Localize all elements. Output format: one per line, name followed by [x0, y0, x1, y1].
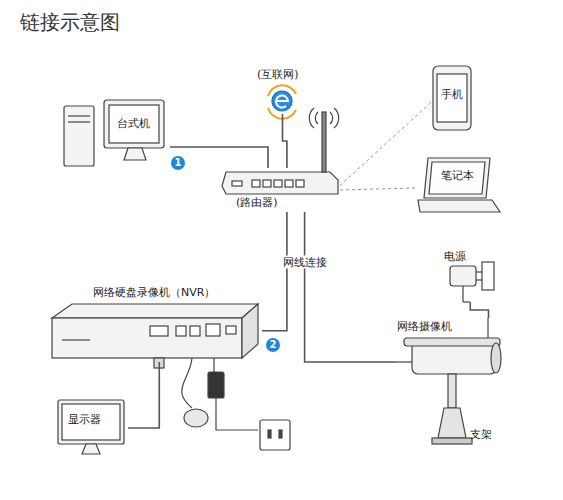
callout-number: 1 — [171, 156, 185, 170]
device-label: (互联网) — [257, 68, 299, 81]
power-node: 电源 — [440, 250, 495, 302]
device-label: 手机 — [441, 88, 463, 101]
nvr-node: 网络硬盘录像机（NVR） — [48, 284, 262, 362]
internet-node: (互联网) — [245, 66, 320, 114]
wireless-link — [340, 188, 415, 190]
cable — [262, 212, 287, 331]
device-label: (路由器) — [236, 196, 278, 209]
cable — [305, 212, 395, 362]
router-node: (路由器) — [222, 168, 340, 212]
cable — [128, 362, 159, 428]
edge-label: 网线连接 — [281, 256, 329, 269]
part-label: 支架 — [470, 428, 492, 441]
device-label: 网络摄像机 — [397, 320, 452, 333]
device-label: 显示器 — [68, 413, 101, 426]
cable — [283, 114, 287, 168]
cable — [470, 302, 488, 318]
phone-node: 手机 — [431, 66, 473, 132]
device-label: 台式机 — [117, 117, 150, 130]
diagram-title: 链接示意图 — [20, 10, 120, 34]
laptop-node: 笔记本 — [415, 155, 500, 215]
monitor-node: 显示器 — [55, 398, 128, 458]
device-label: 电源 — [444, 250, 466, 263]
desktop-node: 台式机 — [60, 98, 170, 168]
wireless-link — [340, 102, 431, 185]
device-label: 网络硬盘录像机（NVR） — [93, 286, 215, 299]
device-label: 笔记本 — [441, 169, 474, 182]
camera-node: 网络摄像机 — [395, 318, 505, 400]
callout-number: 2 — [266, 338, 280, 352]
